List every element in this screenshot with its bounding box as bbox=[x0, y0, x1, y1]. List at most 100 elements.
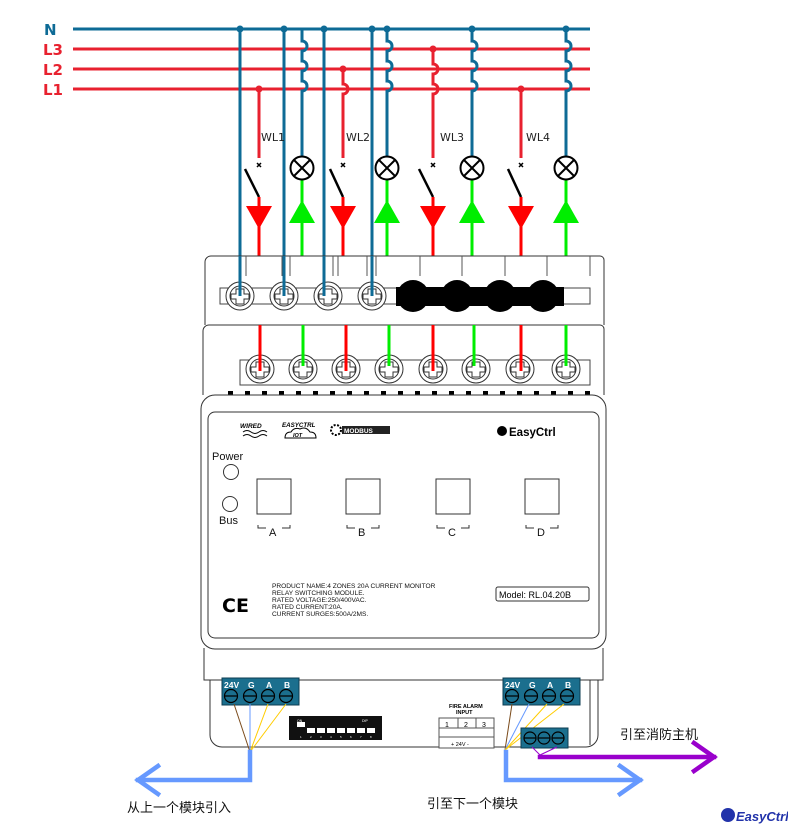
channel-label-c: C bbox=[448, 527, 456, 539]
switch-icon bbox=[506, 168, 523, 198]
bottom-terminal-screws bbox=[245, 354, 581, 384]
arrow-up-icon bbox=[289, 200, 315, 223]
channel-label-b: B bbox=[358, 527, 365, 539]
switch-icon bbox=[417, 168, 435, 198]
bus-in-arrow bbox=[135, 749, 253, 783]
load-label-wl1: WL1 bbox=[261, 131, 285, 144]
bus-led bbox=[222, 496, 238, 512]
easyctrl-iot-logo: EASYCTRL bbox=[282, 422, 316, 429]
module-output-tier bbox=[202, 324, 605, 395]
svg-text:+ 24V -: + 24V - bbox=[451, 742, 469, 748]
bus-out-arrow bbox=[503, 749, 643, 783]
svg-text:7: 7 bbox=[360, 735, 362, 739]
spec-text: PRODUCT NAME:4 ZONES 20A CURRENT MONITOR… bbox=[272, 583, 436, 618]
output-wire-ends bbox=[258, 325, 568, 371]
wired-logo: WIRED bbox=[240, 423, 262, 430]
panel-logos: WIRED EASYCTRL IOT MODBUS EasyCtrl bbox=[240, 422, 556, 439]
phase-wire-wl2 bbox=[341, 69, 350, 158]
load-label-wl2: WL2 bbox=[346, 131, 370, 144]
load-label-wl4: WL4 bbox=[526, 131, 550, 144]
arrow-left-icon bbox=[134, 762, 162, 798]
power-led bbox=[223, 464, 239, 480]
neutral-wire-ends bbox=[238, 256, 374, 296]
lamp-neutral-wire bbox=[564, 29, 573, 157]
phase-wire-wl3 bbox=[431, 49, 440, 158]
lamp-icon bbox=[553, 155, 579, 181]
screw-icon bbox=[374, 354, 404, 384]
load-label-wl3: WL3 bbox=[440, 131, 464, 144]
bus-label-l1: L1 bbox=[43, 81, 63, 99]
bus-terminal-out: 24V G A B bbox=[502, 677, 581, 706]
svg-text:DIP: DIP bbox=[362, 719, 369, 723]
switch-icon bbox=[243, 168, 261, 198]
svg-text:MODBUS: MODBUS bbox=[344, 428, 374, 435]
svg-text:5: 5 bbox=[340, 735, 342, 739]
channel-label-a: A bbox=[269, 527, 277, 539]
connection-arrows bbox=[134, 739, 718, 798]
svg-text:24V: 24V bbox=[505, 680, 520, 690]
up-arrow-icons bbox=[289, 200, 579, 223]
lamp-icon bbox=[459, 155, 485, 181]
bus-label-n: N bbox=[44, 21, 57, 39]
svg-text:PRODUCT NAME:4 ZONES 20A CURRE: PRODUCT NAME:4 ZONES 20A CURRENT MONITOR bbox=[272, 583, 436, 590]
modbus-logo: MODBUS bbox=[330, 424, 390, 436]
arrow-right-icon bbox=[690, 739, 718, 775]
svg-text:FIRE ALARM: FIRE ALARM bbox=[449, 704, 483, 710]
fire-alarm-connector bbox=[520, 727, 569, 756]
channel-label-d: D bbox=[537, 527, 545, 539]
svg-text:B: B bbox=[565, 680, 571, 690]
bus-terminal-in: 24V G A B bbox=[221, 677, 300, 706]
svg-text:EasyCtrl: EasyCtrl bbox=[736, 809, 788, 824]
lamp-icon bbox=[289, 155, 315, 181]
svg-text:24V: 24V bbox=[224, 680, 239, 690]
neutral-junctions bbox=[236, 25, 570, 33]
arrow-up-icon bbox=[374, 200, 400, 223]
module-top-tier bbox=[204, 255, 605, 325]
channel-button-d[interactable] bbox=[524, 478, 560, 515]
arrow-up-icon bbox=[553, 200, 579, 223]
neutral-feed-wires bbox=[238, 29, 573, 296]
phase-junctions bbox=[255, 45, 525, 93]
svg-text:G: G bbox=[529, 680, 536, 690]
easyctrl-brand-logo: EasyCtrl bbox=[497, 426, 556, 439]
lamp-neutral-wire bbox=[385, 29, 394, 157]
svg-text:RELAY SWITCHING MODULE.: RELAY SWITCHING MODULE. bbox=[272, 590, 365, 597]
svg-text:ON: ON bbox=[297, 719, 303, 723]
screw-icon bbox=[313, 281, 343, 311]
lamp-neutral-wire bbox=[300, 29, 309, 157]
svg-text:CURRENT SURGES:500A/2MS.: CURRENT SURGES:500A/2MS. bbox=[272, 611, 368, 618]
svg-text:B: B bbox=[284, 680, 290, 690]
channel-buttons: A B C D bbox=[256, 478, 560, 539]
svg-text:2: 2 bbox=[464, 722, 468, 729]
bus-wires bbox=[233, 703, 565, 753]
screw-icon bbox=[461, 354, 491, 384]
arrow-down-icon bbox=[420, 206, 446, 229]
svg-text:RATED CURRENT:20A.: RATED CURRENT:20A. bbox=[272, 604, 343, 611]
from-previous-module-label: 从上一个模块引入 bbox=[127, 801, 231, 816]
svg-text:G: G bbox=[248, 680, 255, 690]
bus-label-l2: L2 bbox=[43, 61, 63, 79]
svg-text:RATED VOLTAGE:250/400VAC.: RATED VOLTAGE:250/400VAC. bbox=[272, 597, 367, 604]
screw-icon bbox=[288, 354, 318, 384]
arrow-up-icon bbox=[459, 200, 485, 223]
easyctrl-watermark: EasyCtrl bbox=[721, 808, 788, 824]
channel-button-b[interactable] bbox=[345, 478, 381, 515]
svg-text:4: 4 bbox=[330, 735, 332, 739]
bus-lines bbox=[73, 27, 590, 91]
channel-button-c[interactable] bbox=[435, 478, 471, 515]
svg-text:2: 2 bbox=[310, 735, 312, 739]
ce-mark: CE bbox=[222, 595, 249, 617]
svg-text:1: 1 bbox=[300, 735, 302, 739]
to-fire-host-label: 引至消防主机 bbox=[620, 727, 698, 743]
svg-text:6: 6 bbox=[350, 735, 352, 739]
bus-led-label: Bus bbox=[219, 515, 238, 527]
channel-button-a[interactable] bbox=[256, 478, 292, 515]
lamp-icons bbox=[289, 155, 579, 181]
lamp-neutral-wire bbox=[470, 29, 479, 157]
down-arrow-icons bbox=[246, 206, 534, 229]
svg-text:EasyCtrl: EasyCtrl bbox=[509, 427, 556, 439]
svg-text:1: 1 bbox=[445, 722, 449, 729]
front-panel bbox=[200, 394, 607, 650]
